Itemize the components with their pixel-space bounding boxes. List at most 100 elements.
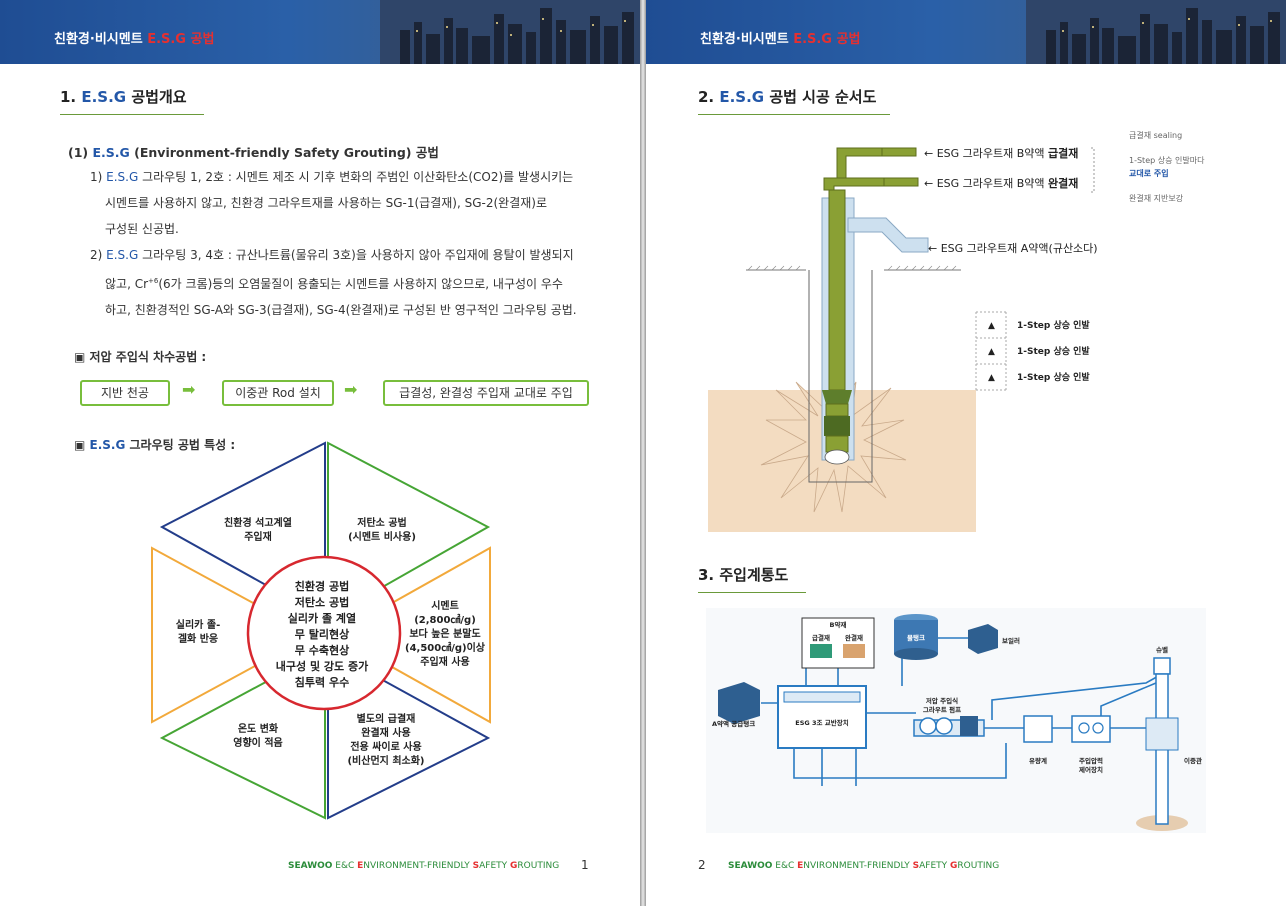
note-sealing: 급결재 sealing <box>1129 130 1182 140</box>
low-pressure-title: ▣ 저압 주입식 차수공법 : <box>74 350 207 364</box>
boiler <box>968 624 998 654</box>
step-icon-1: ▲ <box>988 321 995 331</box>
construction-sequence-diagram: ← ESG 그라우트재 B약액 급결재 ← ESG 그라우트재 B약액 완결재 … <box>708 130 1205 532</box>
hexagon-feature-diagram: 친환경 공법 저탄소 공법 실리카 졸 계열 무 탈리현상 무 수축현상 내구성… <box>151 441 491 820</box>
center-text-7: 침투력 우수 <box>295 675 349 689</box>
bottom-left-text-1: 온도 변화 <box>238 722 279 735</box>
a-liquid-pipe <box>847 217 929 253</box>
page-number: 1 <box>581 858 589 872</box>
triangle-left <box>151 546 315 724</box>
label-b-slow: ← ESG 그라우트재 B약액 완결재 <box>924 176 1078 190</box>
top-left-text-1: 친환경 석고계열 <box>224 516 292 529</box>
swivel <box>1153 657 1171 675</box>
packer <box>822 390 852 404</box>
top-left-text-2: 주입재 <box>244 530 272 543</box>
page-1: 친환경·비시멘트 E.S.G 공법 1. E.S.G 공법개요 (1) E.S.… <box>0 0 640 906</box>
borehole <box>808 270 873 483</box>
b-liquid-label: B약재 <box>830 620 847 629</box>
note-step: 1-Step 상승 인발마다 <box>1129 155 1205 165</box>
features-title: ▣ E.S.G 그라우팅 공법 특성 : <box>74 438 236 452</box>
paragraph-item-1: 1) E.S.G 그라우팅 1, 2호 : 시멘트 제조 시 기후 변화의 주범… <box>90 170 574 236</box>
water-tank-label: 물탱크 <box>907 633 925 642</box>
flowmeter-label: 유량계 <box>1029 756 1047 765</box>
section-title-system: 3. 주입계통도 <box>698 566 789 584</box>
bottom-right-text-4: (비산먼지 최소화) <box>347 754 424 767</box>
arrow-right-icon: ➡ <box>344 380 358 399</box>
center-text-1: 친환경 공법 <box>295 579 349 593</box>
book-gutter <box>640 0 646 906</box>
fast-tank <box>810 644 832 658</box>
bottom-right-text-2: 완결재 사용 <box>361 726 410 739</box>
grout-pump <box>960 716 978 736</box>
center-text-2: 저탄소 공법 <box>295 595 349 609</box>
note-alternate: 교대로 주입 <box>1129 168 1169 178</box>
swivel-label: 슈벨 <box>1156 645 1168 654</box>
top-right-text-2: (시멘트 비사용) <box>348 530 416 543</box>
a-tank <box>718 682 760 724</box>
section-title-sequence: 2. E.S.G 공법 시공 순서도 <box>698 88 877 106</box>
center-text-5: 무 수축현상 <box>295 643 349 657</box>
section-underline <box>698 592 806 593</box>
center-text-6: 내구성 및 강도 증가 <box>276 659 368 673</box>
city-skyline-image <box>380 0 640 64</box>
triangle-right <box>332 546 491 724</box>
fast-label: 급결재 <box>812 633 830 642</box>
b-liquid-box <box>801 617 875 669</box>
city-skyline-image <box>1026 0 1286 64</box>
a-tank-label: A약액 공급탱크 <box>712 719 755 728</box>
packer-block <box>824 416 850 436</box>
paragraph-item-2: 2) E.S.G 그라우팅 3, 4호 : 규산나트륨(물유리 3호)을 사용하… <box>90 248 577 317</box>
section-underline <box>60 114 204 115</box>
page-footer: SEAWOO E&C ENVIRONMENT-FRIENDLY SAFETY G… <box>728 861 1000 871</box>
left-text-1: 실리카 졸- <box>176 618 220 631</box>
bottom-right-text-1: 별도의 급결재 <box>357 712 416 725</box>
step-label-1: 1-Step 상승 인발 <box>1017 319 1090 331</box>
section-title-overview: 1. E.S.G 공법개요 <box>60 88 187 106</box>
label-a-liquid: ← ESG 그라우트재 A약액(규산소다) <box>928 241 1098 255</box>
bottom-right-text-3: 전용 싸이로 사용 <box>350 740 421 753</box>
slow-label: 완결재 <box>845 633 863 642</box>
flow-step-2: 이중관 Rod 설치 <box>222 380 334 406</box>
note-reinforce: 완결재 지반보강 <box>1129 193 1184 203</box>
page-footer: SEAWOO E&C ENVIRONMENT-FRIENDLY SAFETY G… <box>288 861 560 871</box>
b-fast-pipe <box>836 147 883 179</box>
center-text-3: 실리카 졸 계열 <box>288 611 356 625</box>
right-text-3: 보다 높은 분말도 <box>409 627 480 640</box>
right-text-4: (4,500㎠/g)이상 <box>405 641 486 654</box>
b-slow-pipe <box>823 177 885 191</box>
header-title: 친환경·비시멘트 E.S.G 공법 <box>700 32 861 47</box>
boiler-label: 보일러 <box>1002 636 1020 645</box>
flowmeter <box>1023 715 1053 743</box>
page-header: 친환경·비시멘트 E.S.G 공법 <box>646 0 1286 64</box>
right-text-2: (2,800㎠/g) <box>414 613 476 626</box>
step-icon-3: ▲ <box>988 373 995 383</box>
pump-label-2: 그라우트 펌프 <box>923 705 961 714</box>
right-text-1: 시멘트 <box>431 599 459 612</box>
arrow-right-icon: ➡ <box>182 380 196 399</box>
inner-rod <box>828 189 846 391</box>
bottom-left-text-2: 영향이 적음 <box>233 736 282 749</box>
center-text-4: 무 탈리현상 <box>295 627 349 641</box>
flow-step-1: 지반 천공 <box>80 380 170 406</box>
double-pipe-label: 이중관 <box>1184 756 1202 765</box>
label-b-fast: ← ESG 그라우트재 B약액 급결재 <box>924 146 1078 160</box>
header-title: 친환경·비시멘트 E.S.G 공법 <box>54 32 215 47</box>
step-label-3: 1-Step 상승 인발 <box>1017 371 1090 383</box>
controller-label-2: 제어장치 <box>1079 765 1103 774</box>
flow-step-3: 급결성, 완결성 주입재 교대로 주입 <box>383 380 589 406</box>
center-circle <box>246 555 402 711</box>
controller-label-1: 주입압력 <box>1079 756 1103 765</box>
step-icon-2: ▲ <box>988 347 995 357</box>
right-text-5: 주입재 사용 <box>420 655 469 668</box>
page-header: 친환경·비시멘트 E.S.G 공법 <box>0 0 640 64</box>
mixer-label: ESG 3조 교반장치 <box>795 718 848 727</box>
pressure-controller <box>1071 715 1111 743</box>
left-text-2: 겔화 반응 <box>178 632 218 645</box>
drill-bit <box>824 449 850 465</box>
section-underline <box>698 114 890 115</box>
top-right-text-1: 저탄소 공법 <box>357 516 406 529</box>
slow-tank <box>843 644 865 658</box>
page-2: 친환경·비시멘트 E.S.G 공법 2. E.S.G 공법 시공 순서도 ← E… <box>646 0 1286 906</box>
step-label-2: 1-Step 상승 인발 <box>1017 345 1090 357</box>
subsection-title: (1) E.S.G (Environment-friendly Safety G… <box>68 145 439 160</box>
